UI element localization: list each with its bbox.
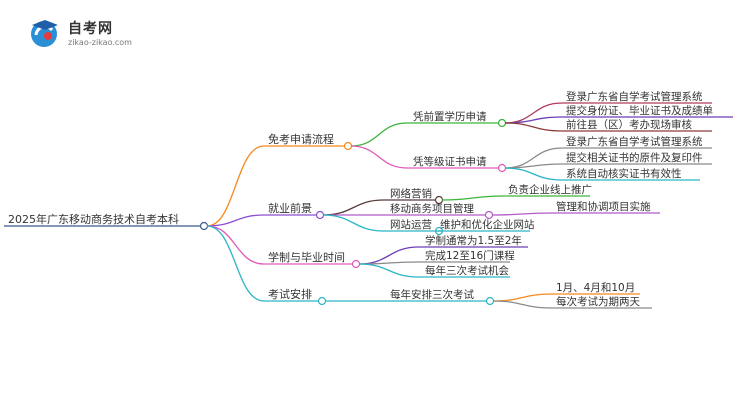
branch-label-2: 学制与毕业时间 (268, 250, 345, 264)
branch-label-3: 考试安排 (268, 287, 312, 301)
leaf-link-0-1-1 (504, 163, 563, 169)
sub-label-2-1: 完成12至16门课程 (425, 249, 515, 262)
branch-link-3 (206, 225, 265, 302)
sub-label-1-2: 网站运营 (390, 218, 432, 231)
branch-knob-0 (343, 141, 353, 151)
leaf-link-0-1-0 (504, 147, 563, 169)
leaf-label-0-1-2: 系统自动核实证书有效性 (566, 167, 682, 180)
leaf-label-3-0-1: 每次考试为期两天 (556, 295, 640, 308)
sub-label-1-1: 移动商务项目管理 (390, 202, 474, 215)
sub-knob-1-1 (484, 210, 494, 220)
leaf-link-0-0-2 (504, 122, 563, 132)
leaf-label-3-0-0: 1月、4月和10月 (556, 282, 635, 294)
sub-link-0-1 (350, 145, 408, 169)
leaf-link-0-0-1 (504, 116, 563, 124)
leaf-label-0-1-0: 登录广东省自学考试管理系统 (566, 135, 703, 148)
sub-label-3-0: 每年安排三次考试 (390, 288, 474, 301)
leaf-label-0-0-1: 提交身份证、毕业证书及成绩单 (566, 104, 713, 117)
leaf-link-1-0-0 (441, 195, 505, 201)
branch-knob-1 (315, 210, 325, 220)
branch-link-2 (206, 225, 265, 265)
sub-link-1-2 (322, 214, 385, 232)
root-knob (199, 221, 209, 231)
leaf-link-3-0-0 (492, 293, 553, 302)
leaf-label-0-0-0: 登录广东省自学考试管理系统 (566, 90, 703, 103)
sub-link-1-0 (322, 199, 385, 216)
branch-label-0: 免考申请流程 (268, 132, 334, 146)
logo-graduation-icon (31, 20, 58, 47)
sub-label-0-0: 凭前置学历申请 (413, 110, 487, 123)
sub-label-1-0: 网络营销 (390, 187, 432, 200)
root-label: 2025年广东移动商务技术自考本科 (8, 212, 179, 226)
leaf-label-0-0-2: 前往县（区）考办现场审核 (566, 118, 692, 131)
sub-knob-0-0 (497, 118, 507, 128)
leaf-link-1-1-0 (491, 212, 553, 216)
leaf-label-1-2-0: 维护和优化企业网站 (440, 218, 535, 231)
sub-knob-3-0 (485, 296, 495, 306)
branch-label-1: 就业前景 (268, 201, 312, 215)
leaf-label-1-1-0: 管理和协调项目实施 (556, 200, 651, 213)
sub-label-0-1: 凭等级证书申请 (413, 155, 487, 168)
leaf-label-1-0-0: 负责企业线上推广 (508, 183, 592, 196)
branch-link-0 (206, 145, 265, 227)
leaf-label-0-1-1: 提交相关证书的原件及复印件 (566, 151, 703, 164)
leaf-link-3-0-1 (492, 300, 553, 309)
logo-url: zikao-zikao.com (68, 38, 132, 47)
sub-link-2-2 (358, 263, 420, 278)
leaf-link-0-1-2 (504, 167, 563, 181)
sub-label-2-0: 学制通常为1.5至2年 (425, 234, 522, 247)
sub-link-0-0 (350, 122, 408, 147)
logo-name: 自考网 (68, 21, 113, 37)
branch-knob-2 (351, 259, 361, 269)
site-logo[interactable]: 自考网 zikao-zikao.com (28, 16, 188, 52)
sub-knob-0-1 (497, 163, 507, 173)
branch-link-1 (206, 214, 265, 227)
sub-label-2-2: 每年三次考试机会 (425, 264, 509, 277)
branch-knob-3 (317, 296, 327, 306)
